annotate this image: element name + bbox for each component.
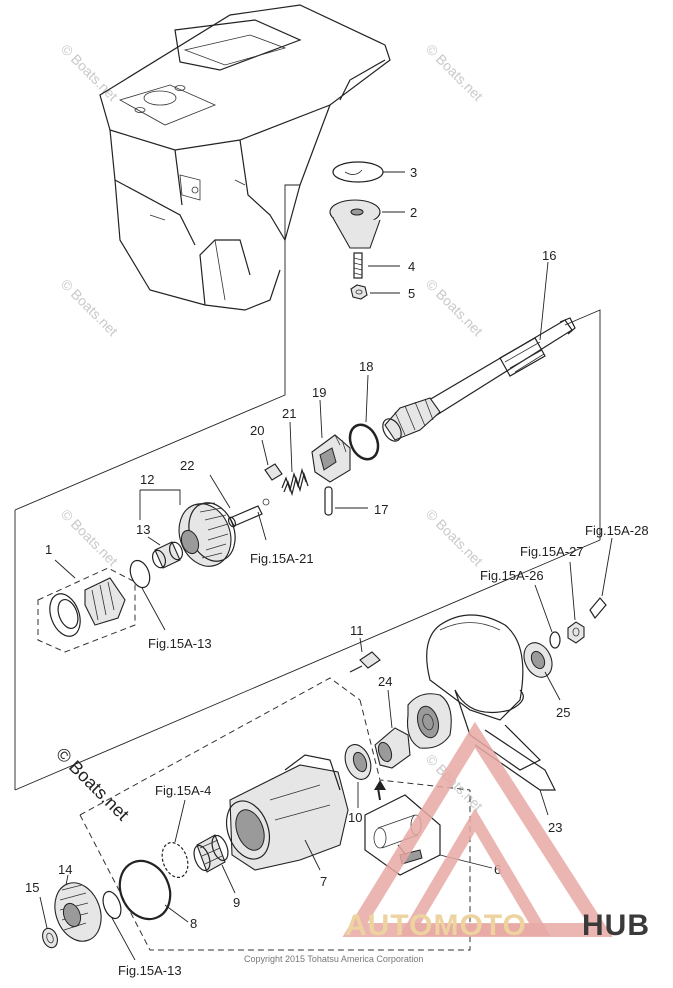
watermark: © Boats.net [58,41,121,104]
watermark: © Boats.net [423,506,486,569]
label-12: 12 [140,472,154,487]
fig-ref-15a-27: Fig.15A-27 [520,544,584,559]
label-25: 25 [556,705,570,720]
upper-assembly-boundary [14,184,601,791]
logo-text-hub: HUB [582,909,650,942]
label-4: 4 [408,259,415,274]
fig-ref-15a-4: Fig.15A-4 [155,783,211,798]
label-18: 18 [359,359,373,374]
part-18-o-ring: 18 [348,359,380,461]
part-12-forward-gear: 12 [139,472,236,567]
ref-fig-15a-28: Fig.15A-28 [585,523,649,620]
label-17: 17 [374,502,388,517]
label-14: 14 [58,862,72,877]
watermark: © Boats.net [58,276,121,339]
part-22-shift-pin: 22 [180,458,270,528]
part-10-oil-seal: 10 [344,744,372,825]
label-1: 1 [45,542,52,557]
watermark: © Boats.net [423,41,486,104]
watermark: © Boats.net [58,506,121,569]
ref-fig-15a-27: Fig.15A-27 [520,544,585,644]
part-9-needle-bearing: 9 [193,834,240,910]
label-23: 23 [548,820,562,835]
label-10: 10 [348,810,362,825]
copyright-text: Copyright 2015 Tohatsu America Corporati… [244,954,423,964]
ref-fig-15a-4: Fig.15A-4 [155,783,211,879]
shim-ring-lower [102,890,122,920]
shim-ring [129,559,151,589]
part-16-propeller-shaft: 16 [382,248,576,442]
label-2: 2 [410,205,417,220]
watermark-large: © Boats.net [52,744,133,825]
label-20: 20 [250,423,264,438]
ref-fig-15a-13-lower: Fig.15A-13 [111,917,182,978]
label-24: 24 [378,674,392,689]
label-19: 19 [312,385,326,400]
label-7: 7 [320,874,327,889]
ref-fig-15a-13-upper: Fig.15A-13 [141,587,212,651]
label-8: 8 [190,916,197,931]
part-5-nut: 5 [350,284,415,301]
boats-net-watermark-large: © Boats.net [52,744,133,825]
label-15: 15 [25,880,39,895]
fig-ref-15a-28: Fig.15A-28 [585,523,649,538]
fig-ref-15a-13-lower: Fig.15A-13 [118,963,182,978]
part-21-spring: 21 [281,406,309,497]
part-11-bolt: 11 [349,623,381,673]
label-22: 22 [180,458,194,473]
part-13-needle-bearing: 13 [136,522,184,569]
label-5: 5 [408,286,415,301]
watermark: © Boats.net [423,276,486,339]
part-23: 23 [539,789,562,835]
label-3: 3 [410,165,417,180]
ref-fig-15a-21: Fig.15A-21 [250,511,314,566]
propeller [406,614,556,791]
fig-ref-15a-13-upper: Fig.15A-13 [148,636,212,651]
fig-ref-15a-26: Fig.15A-26 [480,568,544,583]
part-7-bearing-housing: 7 [225,754,349,889]
part-8-o-ring: 8 [118,859,197,931]
logo-text-automoto: AUTOMOTO [345,909,527,942]
part-2-trim-tab: 2 [329,199,417,249]
part-25-thrust-holder: 25 [523,642,570,720]
part-4-stud: 4 [353,252,415,279]
part-20-plunger: 20 [250,423,283,481]
part-24-spacer: 24 [374,674,411,769]
label-9: 9 [233,895,240,910]
ref-fig-15a-26: Fig.15A-26 [480,568,561,649]
part-14-reverse-gear: 14 [54,862,102,942]
label-13: 13 [136,522,150,537]
part-17-cross-pin: 17 [324,486,388,517]
label-16: 16 [542,248,556,263]
label-11: 11 [350,623,364,638]
gearcase-housing [99,4,391,311]
automotohub-logo: AUTOMOTO HUB [342,721,650,942]
part-19-clutch-dog: 19 [311,385,351,483]
label-21: 21 [282,406,296,421]
part-1-bearing: 1 [37,542,136,653]
part-3-cover: 3 [332,161,417,183]
part-15-washer: 15 [25,880,58,949]
fig-ref-15a-21: Fig.15A-21 [250,551,314,566]
